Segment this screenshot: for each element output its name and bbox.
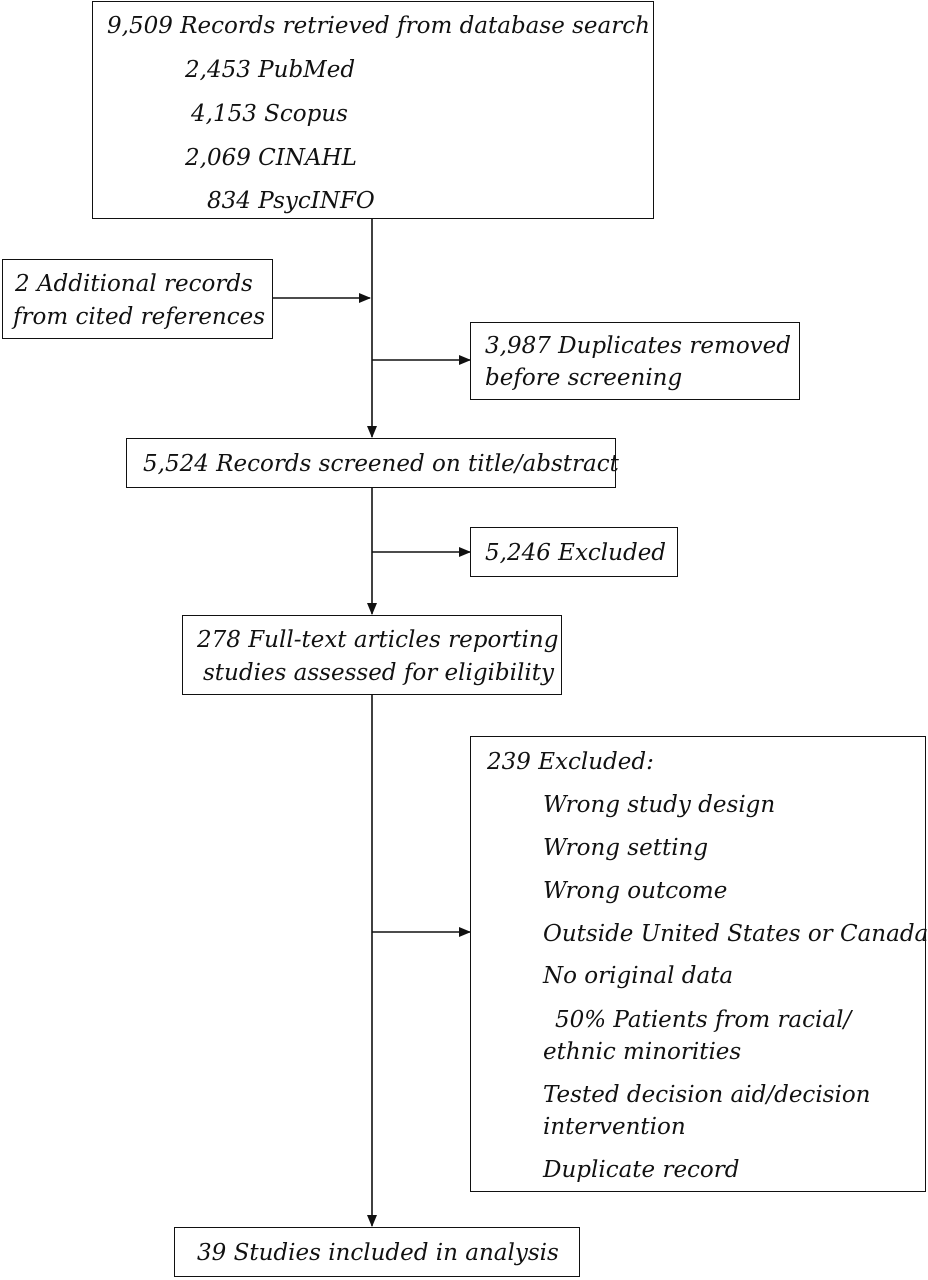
studies-included-box: 39 Studies included in analysis [174, 1227, 580, 1277]
screened-label: 5,524 Records screened on title/abstract [143, 451, 619, 477]
fulltext-articles-box: 278 Full-text articles reporting studies… [182, 615, 562, 695]
exclusion-reason: 50% Patients from racial/ [555, 1007, 852, 1033]
source-cinahl: 2,069 CINAHL [185, 145, 357, 171]
additional-line-1: 2 Additional records [15, 271, 253, 297]
duplicates-line-1: 3,987 Duplicates removed [485, 333, 791, 359]
exclusion-reason: Wrong setting [543, 835, 709, 861]
exclusion-reason: Tested decision aid/decision [543, 1082, 871, 1108]
included-label: 39 Studies included in analysis [197, 1240, 559, 1266]
exclusion-reason: Wrong outcome [543, 878, 728, 904]
exclusion-reason: No original data [543, 963, 734, 989]
fulltext-line-1: 278 Full-text articles reporting [197, 627, 559, 653]
exclusion-reason: Wrong study design [543, 792, 776, 818]
database-search-box: 9,509 Records retrieved from database se… [92, 1, 654, 219]
additional-line-2: from cited references [13, 304, 266, 330]
source-psycinfo: 834 PsycINFO [207, 188, 375, 214]
duplicates-line-2: before screening [485, 365, 683, 391]
records-screened-box: 5,524 Records screened on title/abstract [126, 438, 619, 488]
exclusion-reason: Outside United States or Canada [543, 921, 928, 947]
fulltext-excluded-box: 239 Excluded: Wrong study design Wrong s… [470, 736, 928, 1192]
exclusion-reason: Duplicate record [543, 1157, 740, 1183]
screening-excluded-box: 5,246 Excluded [470, 527, 678, 577]
exclusion-reason: intervention [543, 1114, 686, 1140]
additional-records-box: 2 Additional records from cited referenc… [2, 259, 273, 339]
fulltext-excluded-title: 239 Excluded: [487, 749, 654, 775]
search-title: 9,509 Records retrieved from database se… [107, 13, 650, 39]
exclusion-reason: ethnic minorities [543, 1039, 742, 1065]
source-pubmed: 2,453 PubMed [185, 57, 356, 83]
source-scopus: 4,153 Scopus [191, 101, 348, 127]
screening-excluded-label: 5,246 Excluded [485, 540, 667, 566]
duplicates-removed-box: 3,987 Duplicates removed before screenin… [470, 322, 800, 400]
fulltext-line-2: studies assessed for eligibility [203, 660, 554, 686]
